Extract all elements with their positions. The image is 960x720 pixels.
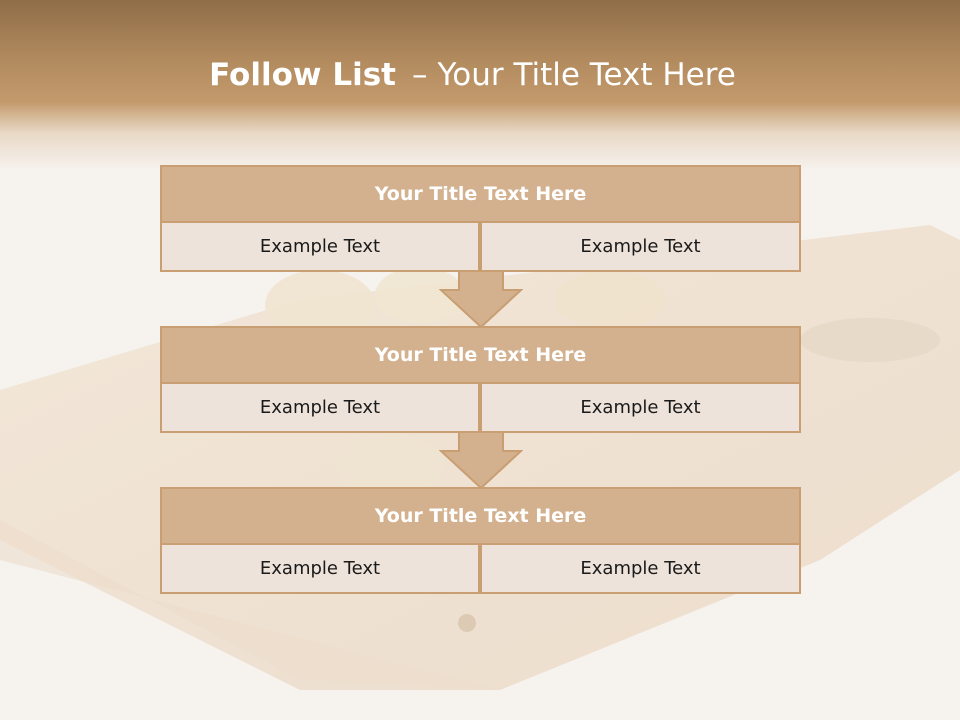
- slide-title: Follow List–Your Title Text Here: [0, 52, 945, 98]
- header-band: [0, 0, 960, 170]
- block-cell-left: Example Text: [160, 221, 480, 272]
- block-title: Your Title Text Here: [160, 165, 801, 223]
- block-cell-right: Example Text: [480, 382, 801, 433]
- block-cell-right: Example Text: [480, 543, 801, 594]
- block-cell-left: Example Text: [160, 543, 480, 594]
- slide-title-separator: –: [411, 57, 428, 93]
- down-arrow-icon: [439, 270, 523, 328]
- slide-title-text: Your Title Text Here: [437, 57, 736, 93]
- block-cell-right: Example Text: [480, 221, 801, 272]
- block-title: Your Title Text Here: [160, 487, 801, 545]
- block-cell-left: Example Text: [160, 382, 480, 433]
- down-arrow-icon: [439, 431, 523, 489]
- slide-title-bold: Follow List: [209, 57, 396, 93]
- block-title: Your Title Text Here: [160, 326, 801, 384]
